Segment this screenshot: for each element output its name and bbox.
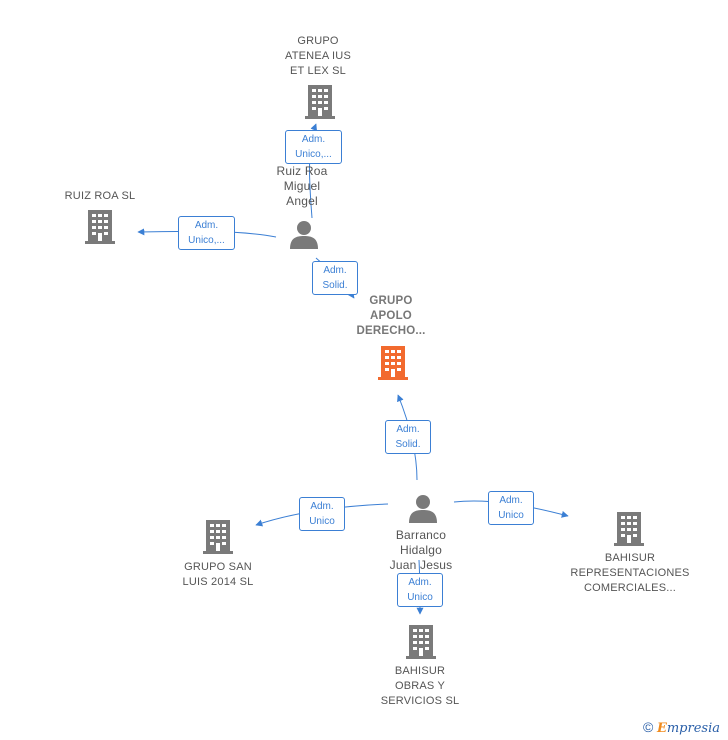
edge-label-ruiz-to-apolo[interactable]: Adm. Solid.	[312, 261, 358, 295]
node-label-bahisur-obras[interactable]: BAHISUR OBRAS Y SERVICIOS SL	[380, 665, 460, 707]
node-label-barranco[interactable]: Barranco Hidalgo Juan Jesus	[389, 528, 453, 572]
edge-label-barranco-to-bahisur-obras[interactable]: Adm. Unico	[397, 573, 443, 607]
edge-label-barranco-to-sanluis[interactable]: Adm. Unico	[299, 497, 345, 531]
copyright-symbol: ©	[642, 719, 654, 735]
edge-label-barranco-to-bahisur-repr[interactable]: Adm. Unico	[488, 491, 534, 525]
node-label-grupo-apolo[interactable]: GRUPO APOLO DERECHO...	[356, 295, 426, 337]
node-label-grupo-atenea[interactable]: GRUPO ATENEA IUS ET LEX SL	[285, 35, 351, 77]
person-icon[interactable]	[409, 495, 437, 523]
edge-label-ruiz-to-ruizroasl[interactable]: Adm. Unico,...	[178, 216, 235, 250]
edges	[137, 123, 569, 615]
node-label-ruiz-roa-person[interactable]: Ruiz Roa Miguel Angel	[276, 164, 328, 208]
person-icon[interactable]	[290, 221, 318, 249]
edge-label-barranco-to-apolo[interactable]: Adm. Solid.	[385, 420, 431, 454]
building-icon[interactable]	[406, 625, 436, 659]
building-icon[interactable]	[305, 85, 335, 119]
node-label-grupo-san-luis[interactable]: GRUPO SAN LUIS 2014 SL	[182, 561, 254, 588]
building-icon[interactable]	[614, 512, 644, 546]
building-icon[interactable]	[203, 520, 233, 554]
building-icon[interactable]	[85, 210, 115, 244]
copyright-notice: © Empresia	[643, 719, 720, 736]
empresia-logo[interactable]: Empresia	[656, 721, 720, 736]
node-label-ruiz-roa-sl[interactable]: RUIZ ROA SL	[64, 190, 136, 202]
edge-label-ruiz-to-atenea[interactable]: Adm. Unico,...	[285, 130, 342, 164]
building-icon[interactable]	[378, 346, 408, 380]
node-label-bahisur-representaciones[interactable]: BAHISUR REPRESENTACIONES COMERCIALES...	[570, 552, 690, 594]
